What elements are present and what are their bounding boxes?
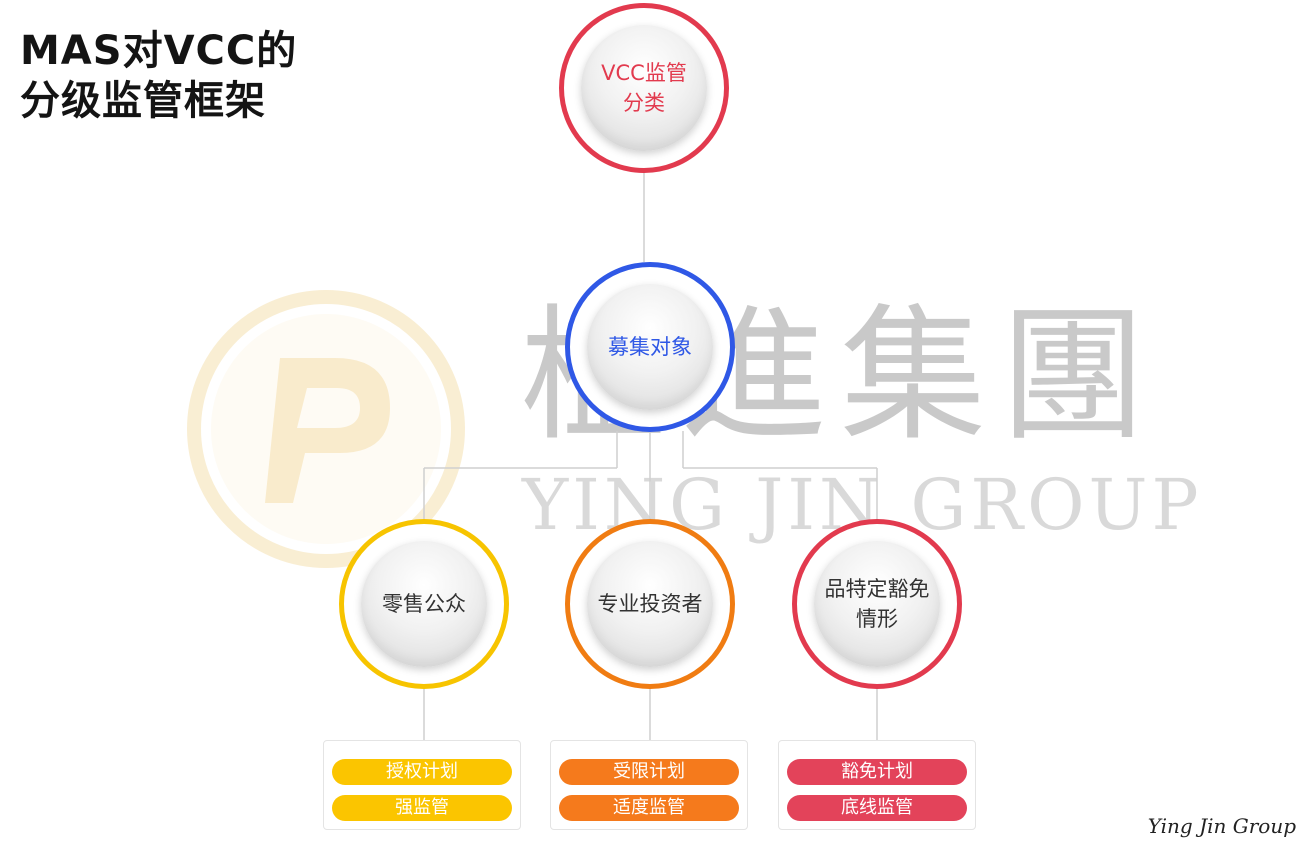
root-node-label: VCC监管 分类 bbox=[601, 61, 687, 115]
child-node-retail: 零售公众 bbox=[339, 519, 509, 689]
footer-signature: Ying Jin Group bbox=[1147, 814, 1296, 838]
child-node-label: 专业投资者 bbox=[597, 592, 703, 616]
scheme-box-exempt: 豁免计划 底线监管 bbox=[778, 740, 976, 830]
middle-node-label: 募集对象 bbox=[608, 335, 692, 359]
scheme-box-professional: 受限计划 适度监管 bbox=[550, 740, 748, 830]
regulation-pill: 适度监管 bbox=[559, 795, 739, 821]
scheme-pill: 受限计划 bbox=[559, 759, 739, 785]
page-title: MAS对VCC的 分级监管框架 bbox=[20, 26, 297, 126]
middle-node: 募集对象 bbox=[565, 262, 735, 432]
child-node-exempt: 品特定豁免 情形 bbox=[792, 519, 962, 689]
child-node-label: 品特定豁免 情形 bbox=[824, 577, 930, 631]
watermark-logo-icon bbox=[187, 290, 465, 568]
child-node-label: 零售公众 bbox=[382, 592, 466, 616]
scheme-pill: 豁免计划 bbox=[787, 759, 967, 785]
regulation-pill: 强监管 bbox=[332, 795, 512, 821]
scheme-pill: 授权计划 bbox=[332, 759, 512, 785]
regulation-pill: 底线监管 bbox=[787, 795, 967, 821]
child-node-professional: 专业投资者 bbox=[565, 519, 735, 689]
title-line-2: 分级监管框架 bbox=[20, 78, 266, 124]
scheme-box-retail: 授权计划 强监管 bbox=[323, 740, 521, 830]
title-line-1: MAS对VCC的 bbox=[20, 28, 298, 74]
root-node: VCC监管 分类 bbox=[559, 3, 729, 173]
